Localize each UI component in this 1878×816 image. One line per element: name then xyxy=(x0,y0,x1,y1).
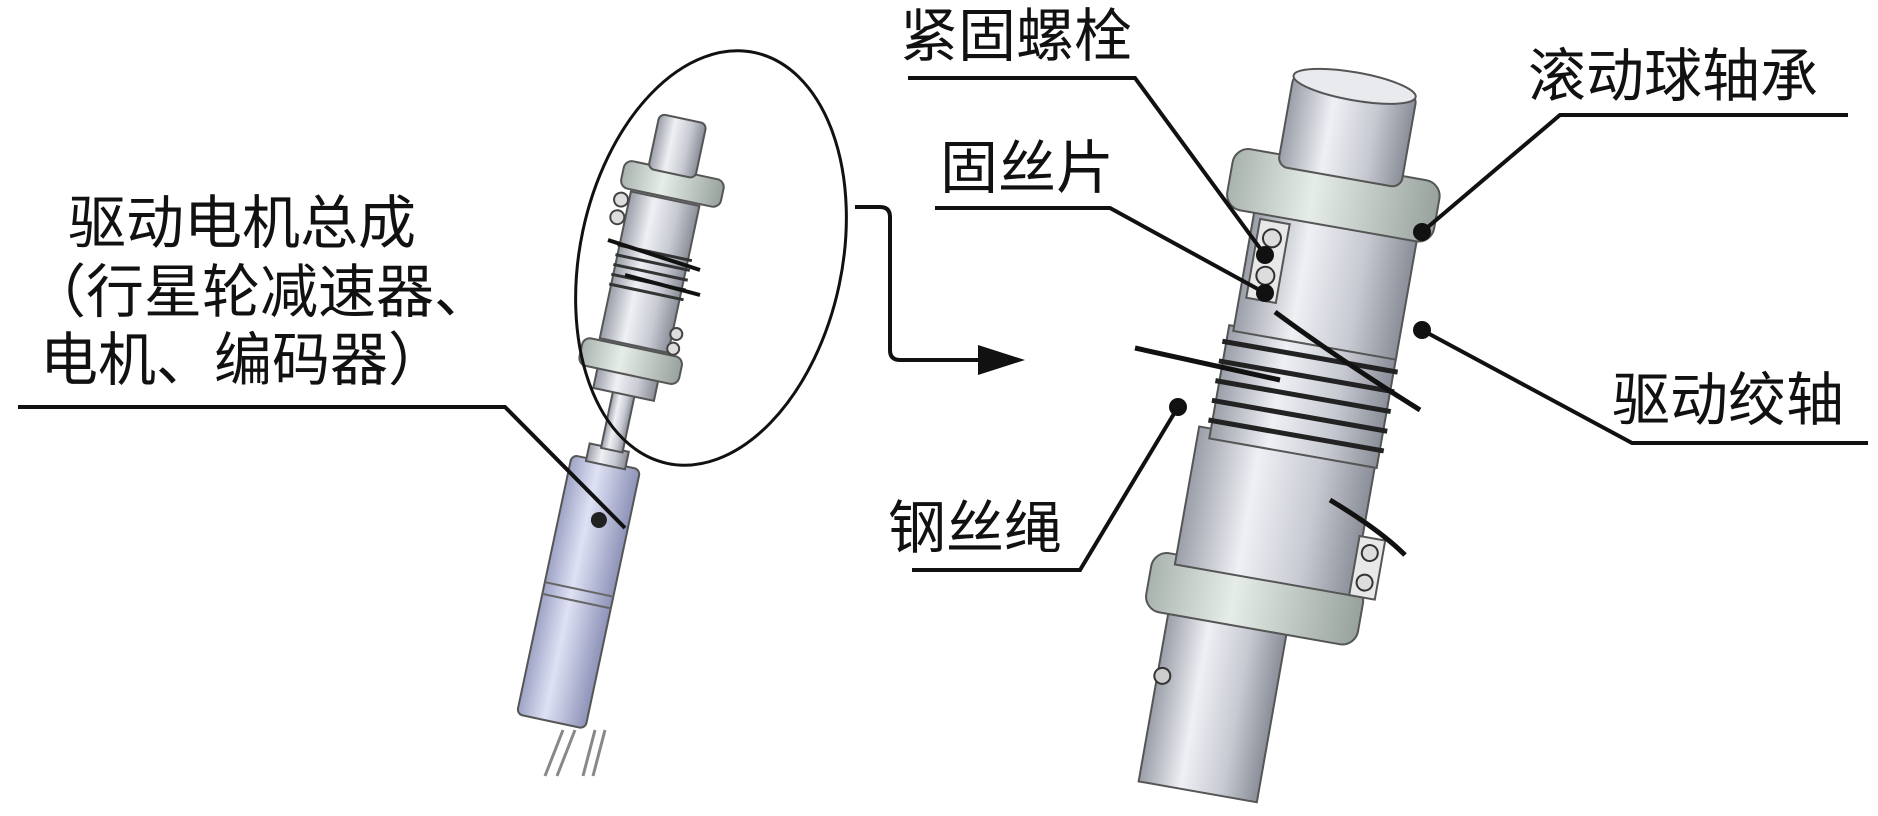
leader-steel-wire xyxy=(912,405,1180,572)
leader-rolling-bearing xyxy=(1420,113,1848,234)
magnify-ellipse xyxy=(574,49,848,467)
leader-drive-capstan xyxy=(1421,328,1868,445)
motor-body xyxy=(516,455,641,729)
label-group: 驱动电机总成 （行星轮减速器、 电机、编码器） 紧固螺栓 固丝片 滚动球轴承 驱… xyxy=(28,2,1844,562)
small-assembly xyxy=(516,113,725,777)
leader-wire-fixing-piece xyxy=(935,206,1266,295)
leader-fastening-bolt xyxy=(908,76,1267,257)
label-steel-wire-rope: 钢丝绳 xyxy=(888,494,1062,562)
leader-lines xyxy=(18,76,1868,572)
label-drive-capstan: 驱动绞轴 xyxy=(1612,366,1844,434)
label-drive-motor-line3: 电机、编码器） xyxy=(40,326,446,394)
label-fastening-bolt: 紧固螺栓 xyxy=(900,2,1132,70)
arrow-head xyxy=(978,345,1025,375)
bottom-shaft xyxy=(1137,602,1290,804)
label-drive-motor-line2: （行星轮减速器、 xyxy=(28,258,492,326)
label-rolling-ball-bearing: 滚动球轴承 xyxy=(1528,42,1818,110)
motor-pointer-dot xyxy=(590,512,607,529)
label-drive-motor-line1: 驱动电机总成 xyxy=(68,189,416,257)
enlarged-assembly xyxy=(1134,67,1441,804)
label-wire-fixing-piece: 固丝片 xyxy=(940,134,1114,202)
magnify-arrow xyxy=(855,205,985,362)
leader-drive-motor xyxy=(18,405,627,530)
